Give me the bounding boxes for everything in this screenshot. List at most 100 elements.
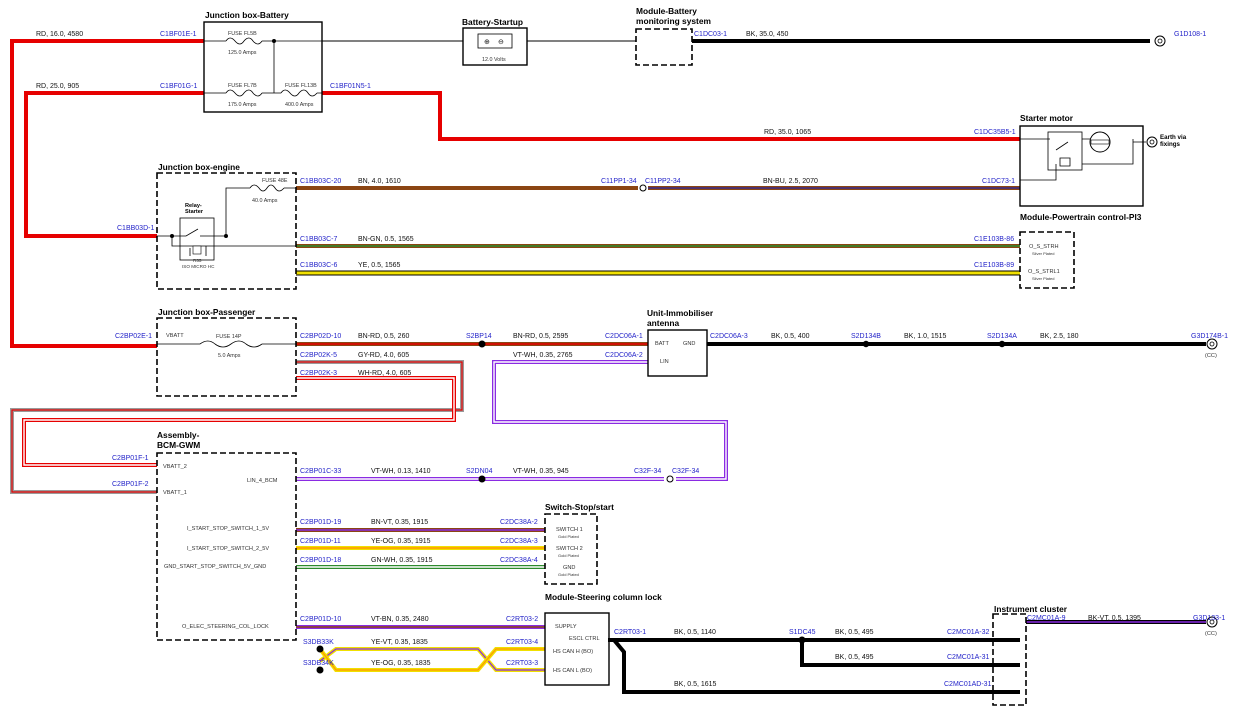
ground-g3d133-icon[interactable] <box>1206 616 1218 628</box>
conn-c2bp01f1[interactable]: C2BP01F-1 <box>112 455 149 462</box>
wire-vt-wh-2765[interactable] <box>492 360 728 481</box>
conn-c2bp02d10[interactable]: C2BP02D-10 <box>300 333 341 340</box>
conn-c2mc01a32[interactable]: C2MC01A-32 <box>947 629 990 636</box>
switch-stop-box[interactable] <box>544 513 598 585</box>
conn-c1e103b89[interactable]: C1E103B-89 <box>974 262 1014 269</box>
ground-g1d108-icon[interactable] <box>1154 35 1166 47</box>
fuse-fl5b-label: FUSE FL5B <box>228 31 257 37</box>
conn-s2d134a[interactable]: S2D134A <box>987 333 1017 340</box>
cluster-box[interactable] <box>992 613 1027 706</box>
cluster-title: Instrument cluster <box>994 604 1068 614</box>
pin-cc-1: (CC) <box>1205 353 1217 359</box>
conn-s2bp14[interactable]: S2BP14 <box>466 333 492 340</box>
jb-engine-box[interactable] <box>156 172 297 290</box>
conn-c2dc38a4[interactable]: C2DC38A-4 <box>500 557 538 564</box>
relay-type: ISO MICRO HC <box>182 264 215 269</box>
conn-c2bp01d19[interactable]: C2BP01D-19 <box>300 519 341 526</box>
splice-s2d134a[interactable] <box>998 340 1006 348</box>
conn-c2bp01d18[interactable]: C2BP01D-18 <box>300 557 341 564</box>
wire-bk-1615[interactable] <box>612 638 1020 694</box>
conn-c2mc01a9[interactable]: C2MC01A-9 <box>1027 615 1066 622</box>
conn-c2dc06a2[interactable]: C2DC06A-2 <box>605 352 643 359</box>
conn-g1d1081[interactable]: G1D108-1 <box>1174 31 1206 38</box>
conn-s3db34k[interactable]: S3DB34K <box>303 660 334 667</box>
bms-title: Module-Battery monitoring system <box>636 7 711 26</box>
conn-c1bf01g1[interactable]: C1BF01G-1 <box>160 83 197 90</box>
wire-rd-16[interactable] <box>10 39 204 348</box>
battery-plus-icon: ⊕ <box>484 39 490 46</box>
relay-coil-icon <box>192 245 202 255</box>
relay-starter-box[interactable] <box>179 217 215 261</box>
splice-s1dc45[interactable] <box>798 636 806 644</box>
conn-c2bp01c33[interactable]: C2BP01C-33 <box>300 468 341 475</box>
conn-c2rt034[interactable]: C2RT03-4 <box>506 639 538 646</box>
conn-c2rt031[interactable]: C2RT03-1 <box>614 629 646 636</box>
fuse-fl7b-icon <box>225 89 263 97</box>
conn-c1dc35b51[interactable]: C1DC35B5-1 <box>974 129 1016 136</box>
immobiliser-box[interactable] <box>647 329 708 377</box>
conn-c1dc731[interactable]: C1DC73-1 <box>982 178 1015 185</box>
conn-c2bp01d10[interactable]: C2BP01D-10 <box>300 616 341 623</box>
conn-c2dc06a3[interactable]: C2DC06A-3 <box>710 333 748 340</box>
bcm-box[interactable] <box>156 452 297 641</box>
conn-c2bp02e1[interactable]: C2BP02E-1 <box>115 333 152 340</box>
splice-s2bp14[interactable] <box>478 340 486 348</box>
conn-c32f34a[interactable]: C32F-34 <box>634 468 661 475</box>
conn-c2bp02k5[interactable]: C2BP02K-5 <box>300 352 337 359</box>
jb-battery-box[interactable] <box>203 21 323 113</box>
splice-s2d134b[interactable] <box>862 340 870 348</box>
conn-c1e103b86[interactable]: C1E103B-86 <box>974 236 1014 243</box>
conn-c11pp234[interactable]: C11PP2-34 <box>645 178 681 185</box>
fuse-fl7b-amp: 175.0 Amps <box>228 102 257 108</box>
conn-c1bf01e1[interactable]: C1BF01E-1 <box>160 31 197 38</box>
steering-lock-box[interactable] <box>544 612 610 686</box>
inline-c11pp[interactable] <box>639 184 647 192</box>
starter-box[interactable] <box>1019 125 1144 207</box>
conn-s3db33k[interactable]: S3DB33K <box>303 639 334 646</box>
conn-c2dc06a1[interactable]: C2DC06A-1 <box>605 333 643 340</box>
ground-earth-icon[interactable] <box>1146 136 1158 148</box>
pin-vbatt: VBATT <box>166 333 184 339</box>
splice-s3db34k[interactable] <box>316 666 324 674</box>
conn-c2rt033[interactable]: C2RT03-3 <box>506 660 538 667</box>
wire-rd-35[interactable] <box>322 91 1020 141</box>
conn-c2mc01ad31[interactable]: C2MC01AD-31 <box>944 681 992 688</box>
wire-rd-25[interactable] <box>24 91 204 238</box>
conn-s2d134b[interactable]: S2D134B <box>851 333 881 340</box>
fuse-48e-amp: 40.0 Amps <box>252 198 278 204</box>
conn-c2bp02k3[interactable]: C2BP02K-3 <box>300 370 337 377</box>
conn-c2bp01f2[interactable]: C2BP01F-2 <box>112 481 149 488</box>
splice-s2dn04[interactable] <box>478 475 486 483</box>
conn-c2rt032[interactable]: C2RT03-2 <box>506 616 538 623</box>
pin-batt: BATT <box>655 341 669 347</box>
wire-label-w1: RD, 16.0, 4580 <box>36 31 83 38</box>
pcm-box[interactable] <box>1019 231 1075 289</box>
conn-c1bb03c6[interactable]: C1BB03C-6 <box>300 262 337 269</box>
inline-c32f[interactable] <box>666 475 674 483</box>
conn-c2dc38a2[interactable]: C2DC38A-2 <box>500 519 538 526</box>
conn-c2bp01d11[interactable]: C2BP01D-11 <box>300 538 341 545</box>
conn-c1bb03c7[interactable]: C1BB03C-7 <box>300 236 337 243</box>
conn-g3d174b1[interactable]: G3D174B-1 <box>1191 333 1228 340</box>
conn-s1dc45[interactable]: S1DC45 <box>789 629 816 636</box>
wire-bk-495b[interactable] <box>800 640 1020 667</box>
splice-s3db33k[interactable] <box>316 645 324 653</box>
bms-box[interactable] <box>635 28 693 66</box>
conn-g3d1331[interactable]: G3D133-1 <box>1193 615 1225 622</box>
pin-labels-layer: O_S_STRH Silver Plated O_S_STRL1 Silver … <box>163 244 1217 674</box>
wire-wh-rd[interactable] <box>22 376 456 467</box>
conn-c1bf01n51[interactable]: C1BF01N5-1 <box>330 83 371 90</box>
conn-c1bb031[interactable]: C1BB03D-1 <box>117 225 154 232</box>
conn-c11pp134[interactable]: C11PP1-34 <box>601 178 637 185</box>
conn-c1bb03c20[interactable]: C1BB03C-20 <box>300 178 341 185</box>
conn-c1dc031[interactable]: C1DC03-1 <box>694 31 727 38</box>
conn-c2mc01a31[interactable]: C2MC01A-31 <box>947 654 990 661</box>
wire-labels-layer: RD, 16.0, 4580 RD, 25.0, 905 BK, 35.0, 4… <box>36 31 1141 688</box>
conn-s2dn04[interactable]: S2DN04 <box>466 468 493 475</box>
wire-vt-wh-2765-tracer <box>493 361 727 480</box>
ground-g3d174b-icon[interactable] <box>1206 338 1218 350</box>
pin-gold-3: Gold Plated <box>558 572 579 577</box>
conn-c32f34b[interactable]: C32F-34 <box>672 468 699 475</box>
conn-c2dc38a3[interactable]: C2DC38A-3 <box>500 538 538 545</box>
battery-box[interactable] <box>462 27 528 66</box>
